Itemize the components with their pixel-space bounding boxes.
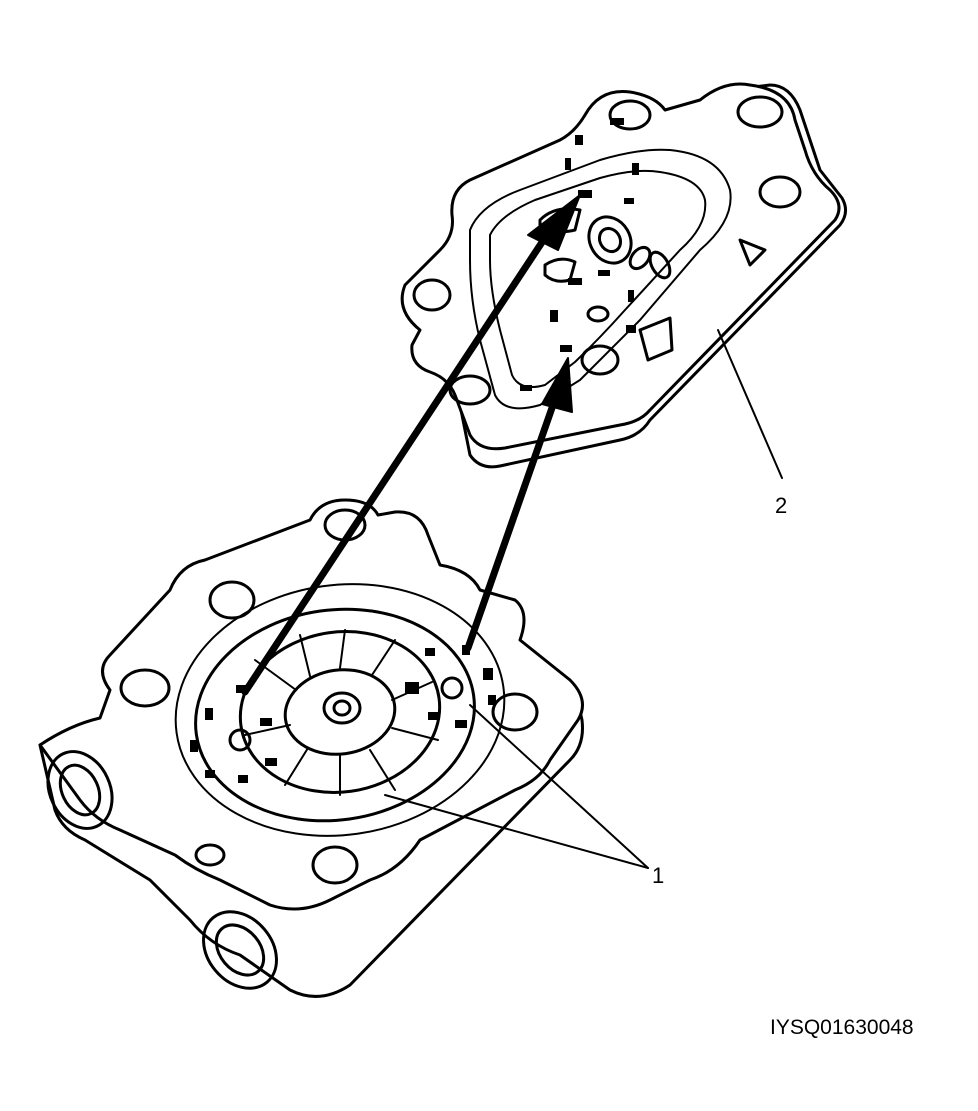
leader-lines: [384, 329, 783, 869]
callout-label-2: 2: [775, 493, 787, 518]
alignment-arrows: [241, 194, 581, 696]
alignment-arrow-right: [464, 381, 564, 652]
leader-line-part-1-b: [469, 704, 649, 869]
leader-line-part-1-a: [384, 794, 649, 869]
figure-reference-code: IYSQ01630048: [770, 1016, 914, 1039]
part-2-cover-plate: [400, 82, 847, 469]
leader-line-part-2: [717, 329, 783, 479]
alignment-arrowhead-left: [527, 194, 581, 251]
alignment-arrowhead-right: [541, 357, 573, 413]
part-1-pump-housing: [38, 498, 584, 998]
alignment-arrow-left: [241, 211, 564, 696]
callout-label-1: 1: [652, 863, 664, 888]
